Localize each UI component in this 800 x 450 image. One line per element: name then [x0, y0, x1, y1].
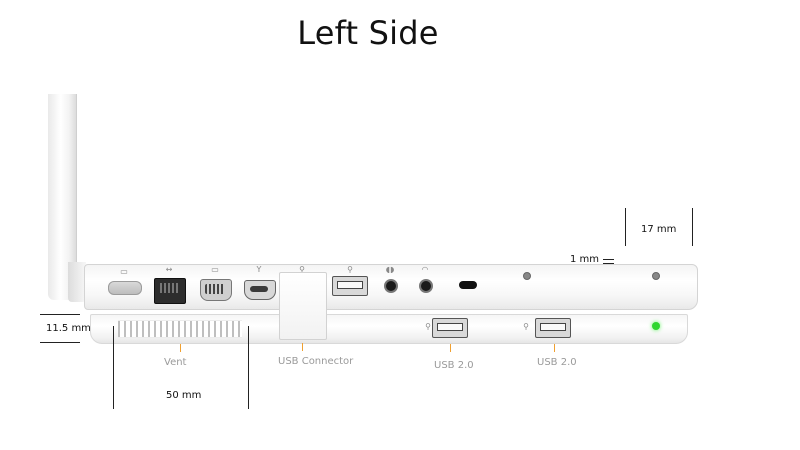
ethernet-icon: ↔ — [165, 265, 173, 274]
dimension-11-5mm: 11.5 mm — [46, 323, 91, 334]
usb-icon: ⚲ — [523, 322, 529, 331]
audio-in-icon: ◖◗ — [385, 265, 395, 274]
audio-in-jack — [384, 279, 398, 293]
ethernet-port — [154, 278, 186, 304]
dimension-line — [692, 208, 693, 246]
dimension-line — [40, 314, 80, 315]
security-slot — [459, 281, 477, 289]
usb-2-tick-a — [450, 344, 451, 352]
dimension-line — [248, 326, 249, 409]
display-icon: ▭ — [211, 265, 219, 274]
vent-label: Vent — [164, 357, 187, 368]
usb-icon: ⚲ — [347, 265, 353, 274]
page-title: Left Side — [297, 14, 439, 52]
usb-connector-label: USB Connector — [278, 356, 354, 367]
dimension-50mm: 50 mm — [166, 390, 202, 401]
magsafe-icon: ▭ — [120, 267, 128, 276]
dimension-line — [113, 326, 114, 409]
screw — [652, 272, 660, 280]
display-port — [200, 279, 232, 301]
magsafe-port — [108, 281, 142, 295]
vent-tick — [180, 344, 181, 352]
sleep-indicator-light — [652, 322, 660, 330]
usb-2-label-b: USB 2.0 — [537, 357, 577, 368]
dimension-line — [603, 259, 614, 260]
headphone-jack — [419, 279, 433, 293]
usb-icon: ⚲ — [299, 265, 305, 274]
usb-port-a — [432, 318, 468, 338]
usb-connector — [279, 272, 327, 340]
dimension-line — [40, 342, 80, 343]
hinge — [68, 262, 86, 302]
dimension-17mm: 17 mm — [641, 224, 677, 235]
usb-icon: ⚲ — [425, 322, 431, 331]
usb-port-b — [535, 318, 571, 338]
dimension-line — [625, 208, 626, 246]
usb-2-tick-b — [554, 344, 555, 352]
usb-connector-tick — [302, 343, 303, 351]
dimension-line — [603, 263, 614, 264]
firewire-port — [244, 280, 276, 300]
display-lid — [48, 94, 77, 300]
dimension-1mm: 1 mm — [570, 254, 600, 265]
usb-2-label-a: USB 2.0 — [434, 360, 474, 371]
headphone-icon: ◠ — [421, 265, 429, 274]
vent — [118, 320, 242, 338]
usb-port-top — [332, 276, 368, 296]
firewire-icon: Y — [256, 265, 262, 274]
screw — [523, 272, 531, 280]
